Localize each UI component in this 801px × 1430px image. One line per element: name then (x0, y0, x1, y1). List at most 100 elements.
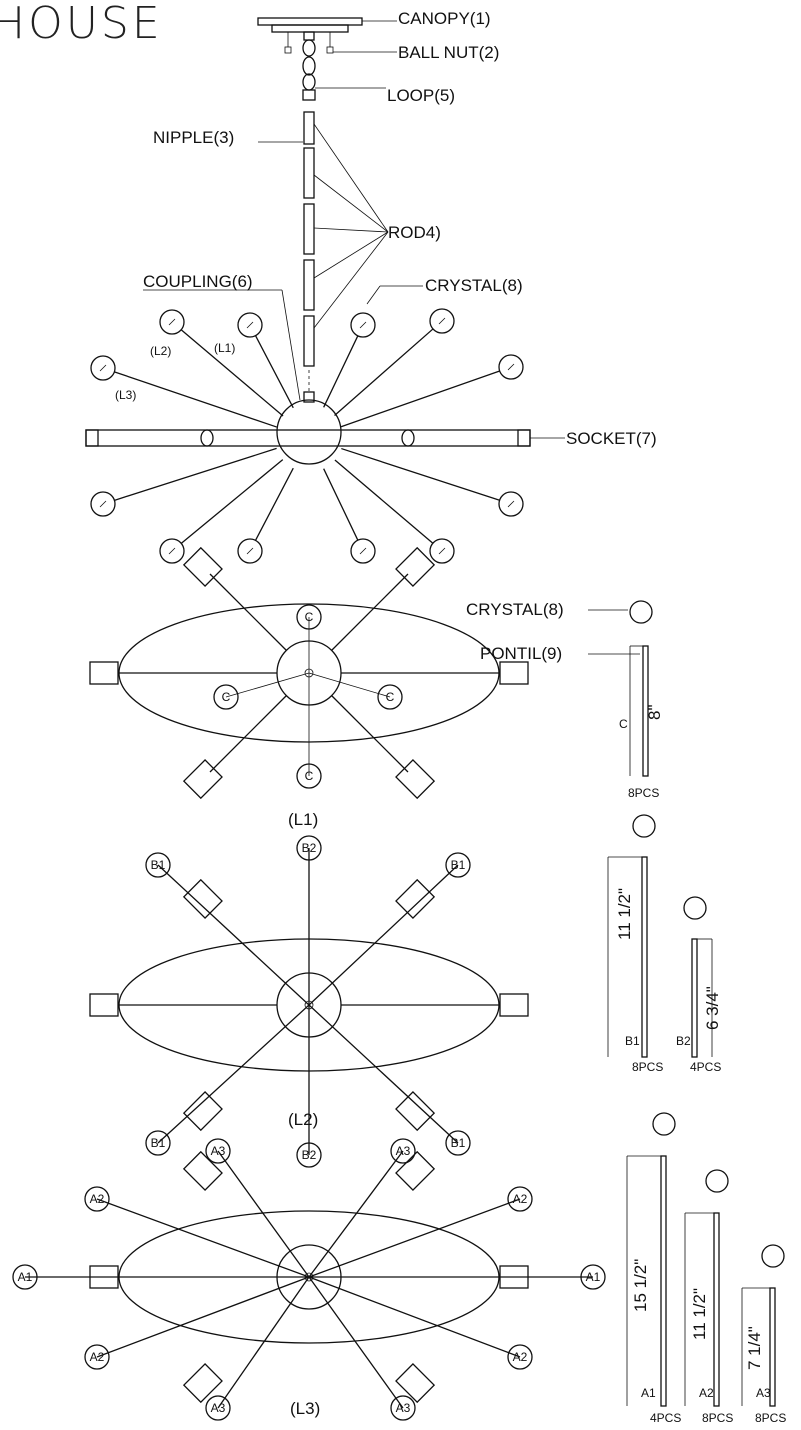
crystal-ball (237, 538, 263, 564)
label-pontil: PONTIL(9) (480, 644, 562, 663)
crystal-code-label: A2 (90, 1192, 105, 1206)
socket-cup (395, 1091, 436, 1132)
crystal-ball (350, 538, 376, 564)
crystal-arm (308, 864, 459, 1006)
crystal-ball-a2: A2 (507, 1186, 533, 1212)
socket-cup (499, 661, 529, 685)
crystal-arm (308, 1198, 521, 1278)
crystal-ball (350, 312, 376, 338)
crystal-ball-c: C (296, 604, 322, 630)
label-rod: ROD4) (388, 223, 441, 242)
crystal-ball-b1: B1 (145, 852, 171, 878)
crystal-arm (308, 1004, 459, 1144)
crystal-code-label: B2 (302, 841, 317, 855)
ball-nut (326, 46, 334, 54)
crystal-code-label: A3 (211, 1144, 226, 1158)
crystal-ball-b1: B1 (445, 1130, 471, 1156)
crystal-code-label: C (386, 690, 395, 704)
l1-title: (L1) (288, 810, 318, 829)
socket-cup (182, 546, 223, 587)
part-code-c: C (619, 717, 628, 731)
crystal-arm (331, 573, 409, 651)
crystal-arm (254, 335, 294, 409)
socket-cup (182, 1150, 223, 1191)
hanging-assembly: CANOPY(1) BALL NUT(2) LOOP(5) NIPPLE(3) … (85, 9, 657, 564)
crystal-arm (308, 1150, 404, 1278)
qty-b1: 8PCS (632, 1060, 663, 1074)
crystal-arm (334, 328, 434, 417)
pontil-rod-a3 (769, 1287, 776, 1407)
nipple (303, 111, 315, 145)
pontil-rod-c (642, 645, 649, 777)
qty-a2: 8PCS (702, 1411, 733, 1425)
canopy-plate (257, 17, 363, 26)
crystal-code-label: A3 (396, 1401, 411, 1415)
socket-cup (89, 661, 119, 685)
label-crystal-detail: CRYSTAL(8) (466, 600, 564, 619)
crystal-code-label: A2 (513, 1192, 528, 1206)
length-b2: 6 3/4" (703, 986, 722, 1030)
socket-cup (182, 1363, 223, 1404)
canopy-base (271, 24, 349, 33)
length-a3: 7 1/4" (745, 1326, 764, 1370)
crystal-ball (90, 491, 116, 517)
part-code-a3: A3 (756, 1386, 771, 1400)
crystal-arm (217, 1150, 310, 1278)
crystal-ball-icon (632, 814, 656, 838)
l1-center-body (276, 640, 342, 706)
crystal-arm (209, 573, 287, 651)
crystal-ball-c: C (377, 684, 403, 710)
coupling (303, 391, 315, 403)
crystal-code-label: C (305, 769, 314, 783)
crystal-ball-b2: B2 (296, 835, 322, 861)
socket-cup (182, 759, 223, 800)
crystal-code-label: A2 (513, 1350, 528, 1364)
socket-cup (89, 993, 119, 1017)
part-code-a2: A2 (699, 1386, 714, 1400)
center-body (276, 399, 342, 465)
crystal-ball (498, 354, 524, 380)
label-loop: LOOP(5) (387, 86, 455, 105)
rod-segment (303, 315, 315, 367)
pontil-rod-b1 (641, 856, 648, 1058)
crystal-code-label: C (305, 610, 314, 624)
rod-segment (303, 259, 315, 311)
crystal-ball-b1: B1 (445, 852, 471, 878)
crystal-code-label: A3 (211, 1401, 226, 1415)
crystal-ball-a1: A1 (580, 1264, 606, 1290)
crystal-ball-a2: A2 (84, 1186, 110, 1212)
part-code-b2: B2 (676, 1034, 691, 1048)
crystal-ball-a3: A3 (205, 1138, 231, 1164)
l2-center-body (276, 972, 342, 1038)
crystal-code-label: A3 (396, 1144, 411, 1158)
crystal-arm (114, 371, 278, 428)
crystal-ball (159, 538, 185, 564)
crystal-arm (340, 370, 500, 428)
socket-cup (182, 878, 223, 919)
crystal-ball-a1: A1 (12, 1264, 38, 1290)
socket-bar (85, 429, 531, 447)
crystal-ball-icon (705, 1169, 729, 1193)
loop (302, 39, 316, 57)
label-nipple: NIPPLE(3) (153, 128, 234, 147)
label-canopy: CANOPY(1) (398, 9, 491, 28)
crystal-arm (341, 447, 500, 501)
crystal-arm (157, 864, 310, 1006)
crystal-arm (217, 1276, 310, 1409)
qty-a1: 4PCS (650, 1411, 681, 1425)
socket-cup (182, 1091, 223, 1132)
crystal-arm (331, 695, 409, 773)
crystal-ball-a2: A2 (84, 1344, 110, 1370)
crystal-arm (209, 695, 287, 773)
socket-cup (395, 1363, 436, 1404)
label-socket: SOCKET(7) (566, 429, 657, 448)
crystal-ball (159, 309, 185, 335)
crystal-arm (114, 447, 277, 501)
crystal-ball-icon (683, 896, 707, 920)
l2-title: (L2) (288, 1110, 318, 1129)
label-coupling: COUPLING(6) (143, 272, 253, 291)
